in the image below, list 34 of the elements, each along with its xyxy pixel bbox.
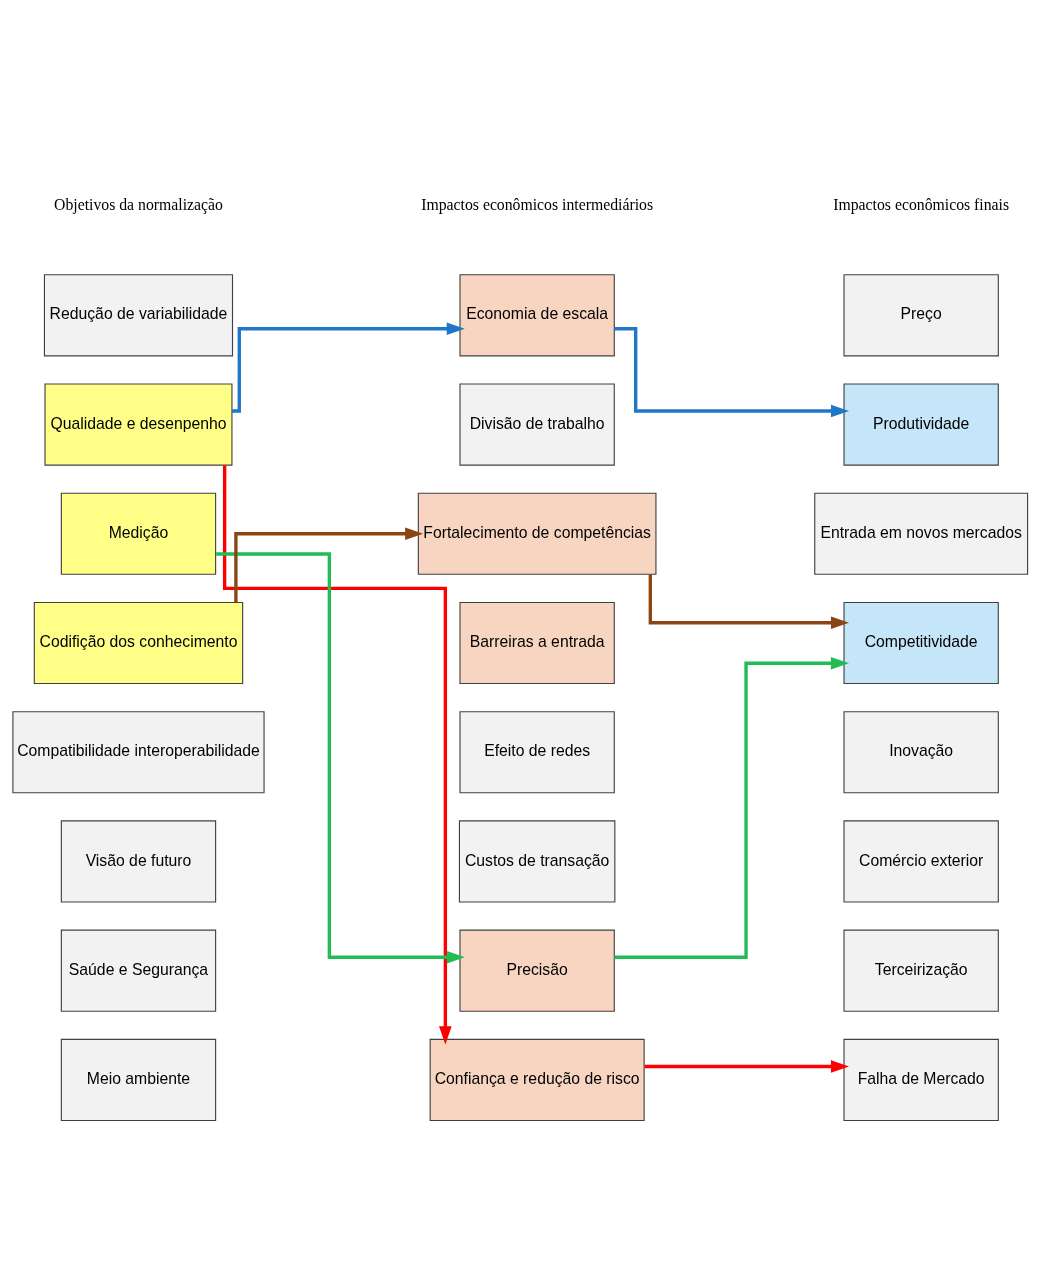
arrow bbox=[222, 465, 452, 1045]
arrow bbox=[648, 574, 850, 630]
node-box: Fortalecimento de competências bbox=[417, 492, 657, 575]
arrow bbox=[232, 322, 465, 413]
node-box: Meio ambiente bbox=[60, 1038, 217, 1122]
node-box: Entrada em novos mercados bbox=[814, 492, 1029, 575]
node-box: Falha de Mercado bbox=[843, 1038, 999, 1122]
node-box: Produtividade bbox=[843, 383, 999, 466]
node-box: Barreiras a entrada bbox=[459, 601, 615, 685]
arrow bbox=[614, 656, 849, 959]
node-box: Divisão de trabalho bbox=[459, 383, 615, 466]
node-box: Confiança e redução de risco bbox=[429, 1038, 645, 1122]
label: Objetivos da normalização bbox=[54, 196, 223, 214]
label: Impactos econômicos intermediários bbox=[421, 196, 654, 214]
node-box: Terceirização bbox=[843, 929, 999, 1012]
node-box: Inovação bbox=[843, 711, 999, 794]
node-box: Custos de transação bbox=[458, 820, 616, 903]
node-box: Medição bbox=[60, 492, 217, 575]
arrow bbox=[644, 1060, 849, 1073]
node-box: Compatibilidade interoperabilidade bbox=[12, 711, 265, 794]
node-box: Codifição dos conhecimento bbox=[33, 601, 244, 685]
node-box: Qualidade e desenpenho bbox=[44, 383, 233, 466]
node-box: Preço bbox=[843, 274, 999, 357]
node-box: Economia de escala bbox=[459, 274, 615, 357]
node-box: Visão de futuro bbox=[60, 820, 217, 903]
arrow bbox=[234, 527, 424, 603]
node-box: Saúde e Segurança bbox=[60, 929, 217, 1012]
node-box: Efeito de redes bbox=[459, 711, 615, 794]
node-box: Comércio exterior bbox=[843, 820, 999, 903]
label: Impactos econômicos finais bbox=[833, 196, 1010, 214]
arrow bbox=[216, 552, 465, 964]
node-box: Redução de variabilidade bbox=[43, 274, 234, 357]
node-box: Precisão bbox=[459, 929, 615, 1012]
node-box: Competitividade bbox=[843, 601, 999, 685]
